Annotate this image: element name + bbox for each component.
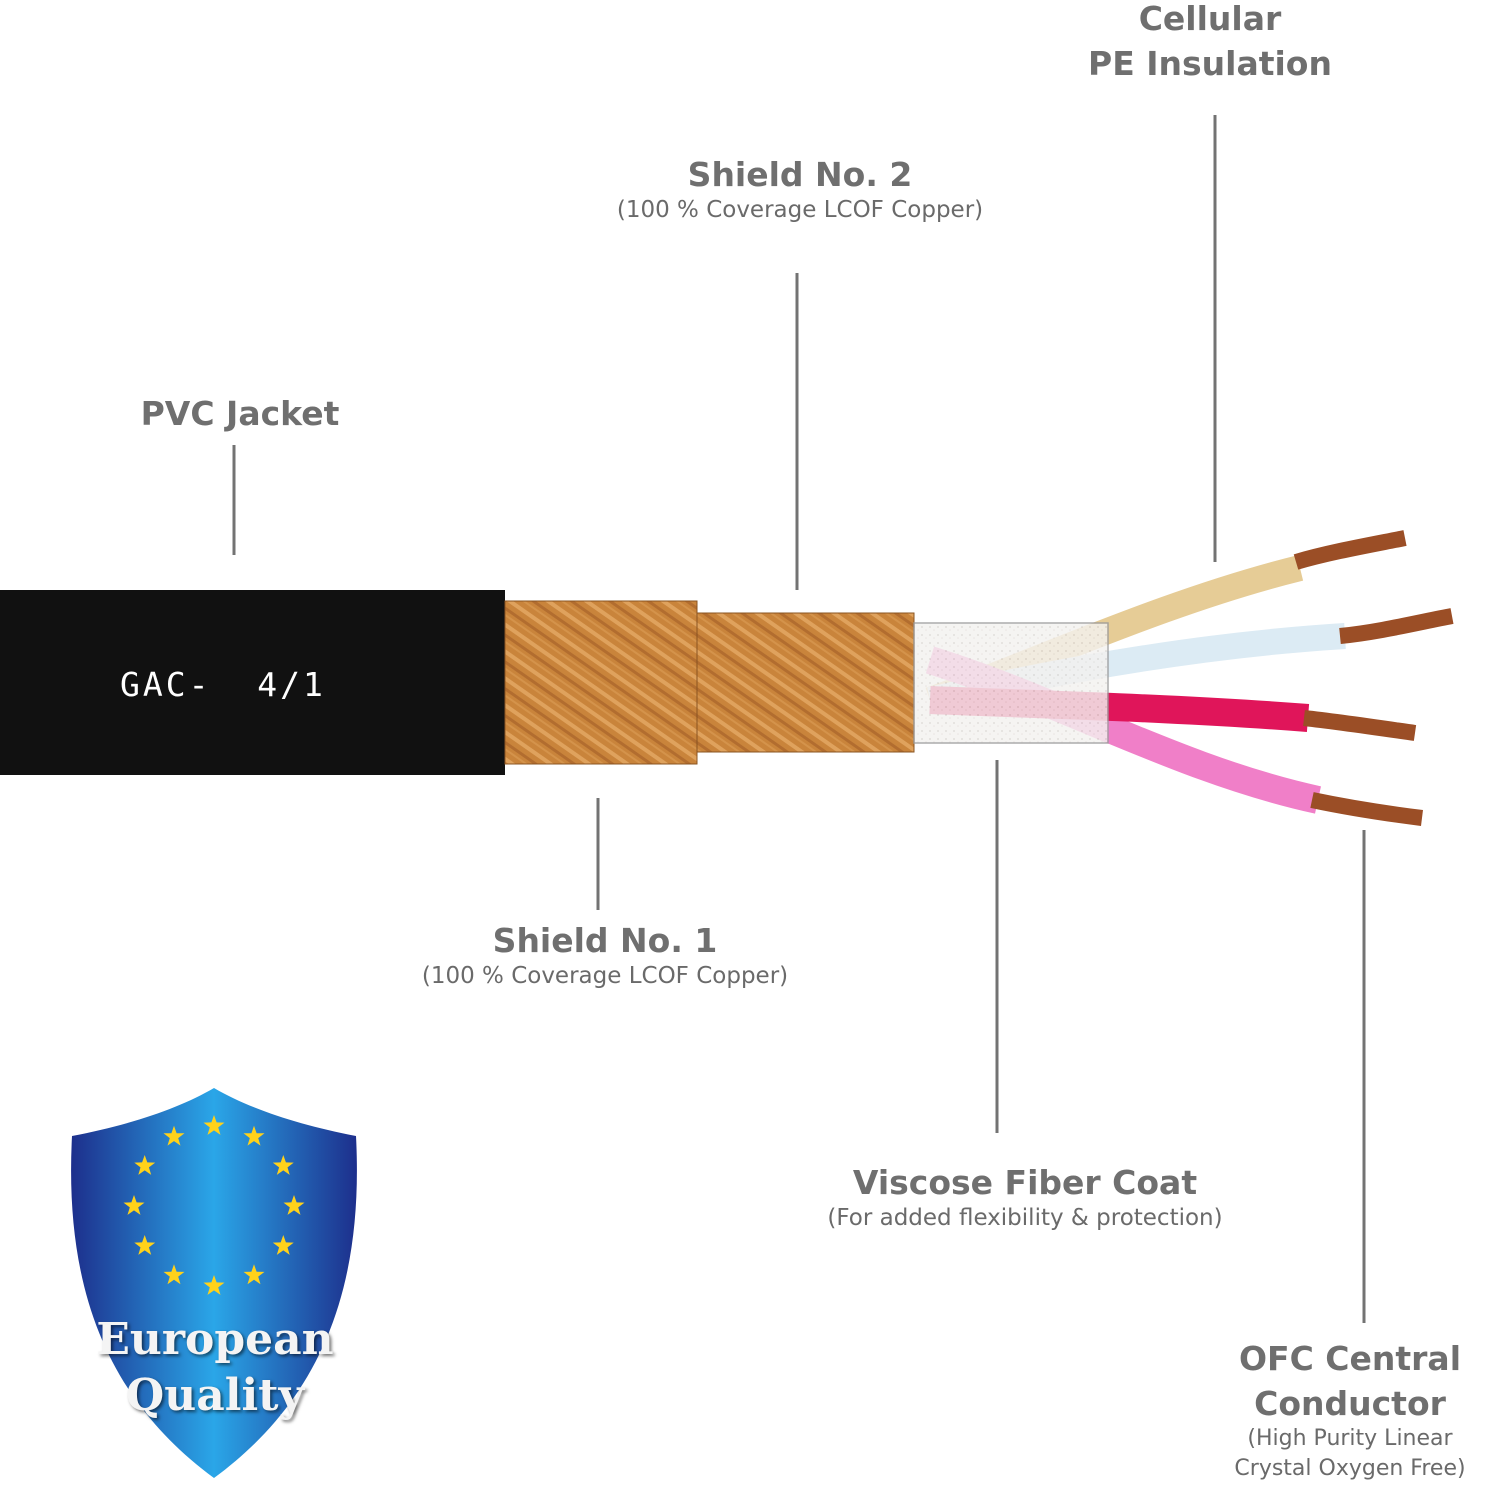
conductor-red <box>1303 710 1417 741</box>
label-pvc-jacket-title: PVC Jacket <box>140 394 340 433</box>
label-shield1-title: Shield No. 1 <box>492 921 718 960</box>
star-icon <box>203 1275 225 1295</box>
star-icon <box>163 1125 185 1146</box>
star-icon <box>203 1115 225 1135</box>
label-shield1-subtitle: (100 % Coverage LCOF Copper) <box>421 962 789 989</box>
label-cellular-title-2: PE Insulation <box>1088 43 1332 83</box>
label-ofc-title-1: OFC Central <box>1238 1339 1462 1378</box>
viscose-fiber-coat <box>913 622 1109 744</box>
badge-line2: Quality <box>125 1370 305 1421</box>
shield1-braid <box>504 600 698 765</box>
label-viscose-subtitle: (For added flexibility & protection) <box>827 1204 1223 1231</box>
label-cellular-title-1: Cellular <box>1138 0 1282 38</box>
leader-lines <box>232 115 1366 1323</box>
star-icon <box>134 1235 156 1255</box>
label-pvc-jacket: PVC Jacket <box>110 394 370 434</box>
pvc-jacket <box>0 590 505 775</box>
label-ofc-title-2: Conductor <box>1254 1383 1446 1423</box>
label-ofc-subtitle-2: Crystal Oxygen Free) <box>1234 1455 1466 1481</box>
conductor-pink <box>1310 792 1423 826</box>
conductor-beige <box>1293 530 1407 570</box>
label-ofc: OFC Central Conductor (High Purity Linea… <box>1220 1339 1480 1483</box>
label-shield2: Shield No. 2 (100 % Coverage LCOF Copper… <box>560 155 1040 226</box>
eu-stars <box>123 1115 305 1295</box>
label-shield2-subtitle: (100 % Coverage LCOF Copper) <box>616 196 984 223</box>
label-cellular-pe: Cellular PE Insulation <box>1060 0 1360 84</box>
label-viscose: Viscose Fiber Coat (For added flexibilit… <box>780 1163 1270 1234</box>
cable-marking: GAC- 4/1 <box>120 665 326 704</box>
label-shield2-title: Shield No. 2 <box>687 155 913 194</box>
shield2-braid <box>696 612 915 753</box>
label-viscose-title: Viscose Fiber Coat <box>852 1163 1198 1202</box>
label-ofc-subtitle-1: (High Purity Linear <box>1247 1425 1453 1451</box>
star-icon <box>243 1125 265 1146</box>
label-shield1: Shield No. 1 (100 % Coverage LCOF Copper… <box>365 921 845 992</box>
badge-line1: European <box>96 1314 334 1365</box>
star-icon <box>134 1155 156 1175</box>
star-icon <box>272 1235 294 1255</box>
conductor-lightblue <box>1339 608 1454 644</box>
star-icon <box>243 1264 265 1285</box>
star-icon <box>163 1264 185 1285</box>
star-icon <box>272 1155 294 1175</box>
star-icon <box>283 1195 305 1215</box>
star-icon <box>123 1195 145 1215</box>
